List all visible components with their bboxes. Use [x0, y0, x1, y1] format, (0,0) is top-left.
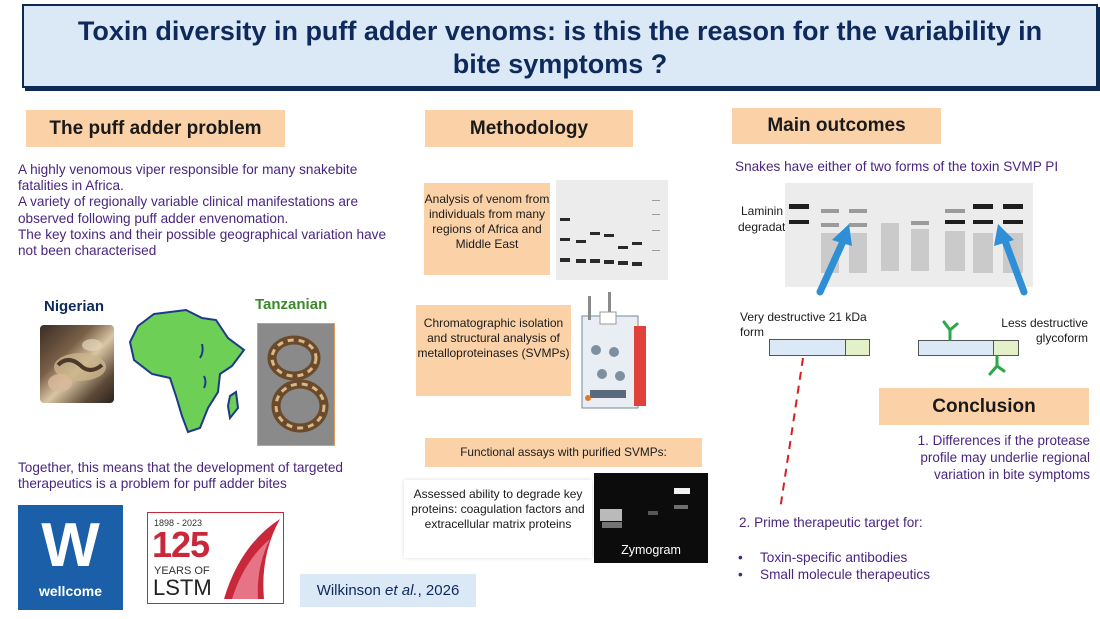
problem-paragraph-2: A variety of regionally variable clinica… [18, 194, 359, 226]
glycan-icon-top [942, 320, 959, 341]
methodology-heading: Methodology [425, 110, 633, 147]
glycan-icon-bottom [988, 355, 1006, 376]
laminin-gel-image [785, 183, 1033, 287]
conclusion-point-2: 2. Prime therapeutic target for: [739, 515, 923, 530]
list-item: Toxin-specific antibodies [738, 549, 930, 566]
destructive-form-label: Very destructive 21 kDa form [740, 310, 867, 339]
lstm-name: LSTM [153, 575, 212, 600]
lstm-years-range: 1898 - 2023 [154, 518, 203, 528]
puff-adder-problem-heading: The puff adder problem [26, 110, 285, 147]
glycoform-bar [918, 340, 1019, 356]
lstm-125-years-logo: 1898 - 2023 125 YEARS OF LSTM [147, 512, 284, 604]
lstm-years-of: YEARS OF [154, 565, 210, 577]
therapeutic-targets-list: Toxin-specific antibodies Small molecule… [738, 549, 930, 583]
outcomes-subtitle: Snakes have either of two forms of the t… [735, 159, 1059, 174]
functional-assays-box: Functional assays with purified SVMPs: [425, 438, 702, 467]
conclusion-heading: Conclusion [879, 388, 1089, 425]
chromatography-apparatus-image [578, 290, 650, 412]
title-line-2: bite symptoms ? [452, 49, 668, 79]
conclusion-point-1: 1. Differences if the protease profile m… [917, 433, 1090, 482]
chromatographic-isolation-box: Chromatographic isolation and structural… [416, 305, 571, 396]
list-item: Small molecule therapeutics [738, 566, 930, 583]
destructive-form-bar-domain [845, 340, 869, 355]
citation-author: Wilkinson [316, 582, 386, 599]
problem-paragraph-3: The key toxins and their possible geogra… [18, 226, 387, 259]
nigerian-label: Nigerian [44, 298, 105, 315]
lstm-125-number: 125 [152, 524, 210, 565]
laminin-gel-bands [785, 183, 1033, 287]
problem-paragraph-1: A highly venomous viper responsible for … [18, 162, 358, 194]
glycoform-label: Less destructive glycoform [1001, 316, 1088, 345]
citation-etal: et al. [385, 582, 418, 599]
red-dashed-link [779, 357, 804, 511]
africa-map [128, 308, 246, 434]
tanzanian-label: Tanzanian [255, 296, 328, 313]
nigerian-snake-pattern [48, 339, 106, 392]
wellcome-logo: W wellcome [18, 505, 123, 610]
venom-analysis-box: Analysis of venom from individuals from … [424, 183, 550, 275]
wellcome-name: wellcome [38, 583, 103, 599]
citation-year: , 2026 [417, 582, 460, 599]
main-outcomes-heading: Main outcomes [732, 108, 941, 144]
tanzanian-puff-adder-photo [257, 323, 335, 446]
chromatography-apparatus-drawing [581, 292, 646, 409]
destructive-form-bar [769, 339, 870, 356]
nigerian-puff-adder-photo [40, 325, 114, 403]
wellcome-mark: W [41, 511, 100, 580]
citation: Wilkinson et al., 2026 [300, 574, 476, 607]
lstm-sail-icon [224, 519, 280, 599]
glycoform-bar-domain [993, 341, 1018, 355]
problem-description: A highly venomous viper responsible for … [18, 162, 390, 259]
together-statement: Together, this means that the developmen… [18, 460, 343, 491]
laminin-degradation-label: Laminin degradation [738, 204, 802, 234]
zymogram-bands [594, 473, 708, 563]
venom-gel-image [556, 180, 668, 280]
venom-gel-bands [556, 180, 668, 280]
zymogram-label: Zymogram [621, 543, 681, 557]
assay-description: Assessed ability to degrade key proteins… [404, 480, 592, 558]
zymogram-image: Zymogram [594, 473, 708, 563]
tanzanian-snake-pattern [258, 324, 334, 445]
poster-title: Toxin diversity in puff adder venoms: is… [22, 4, 1098, 88]
title-line-1: Toxin diversity in puff adder venoms: is… [77, 16, 1043, 46]
